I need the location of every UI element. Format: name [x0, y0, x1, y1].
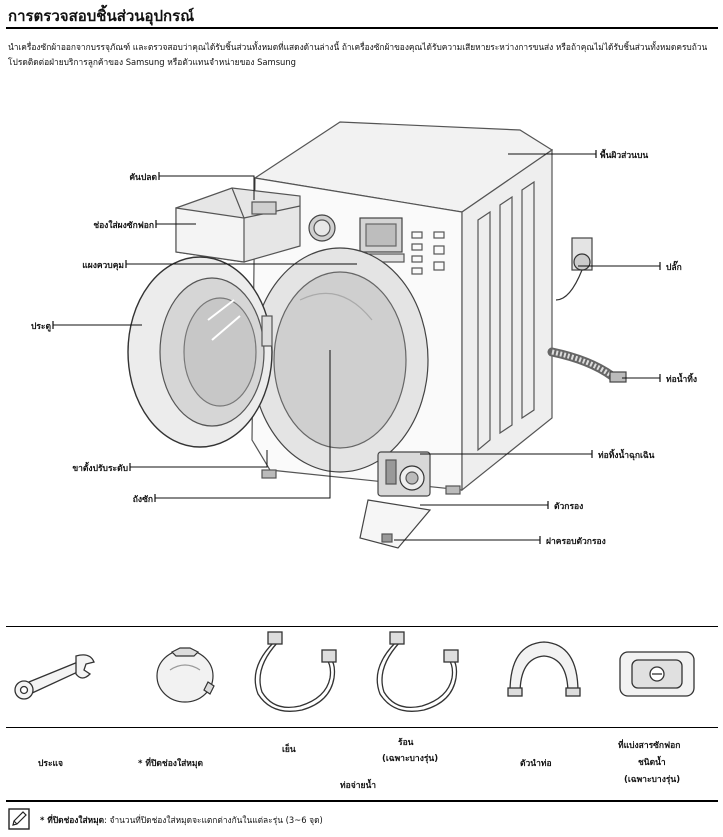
label-spanner: ประแจ — [38, 759, 63, 769]
label-hose-guide: ตัวนำท่อ — [520, 759, 552, 769]
label-plug: ปลั๊ก — [666, 263, 682, 273]
label-hot-hose-2: (เฉพาะบางรุ่น) — [382, 754, 439, 764]
label-drain-hose: ท่อน้ำทิ้ง — [666, 375, 698, 385]
label-detergent-drawer: ช่องใส่ผงซักฟอก — [93, 221, 154, 231]
spanner-icon — [14, 654, 95, 700]
label-detergent-lever: คันปลด — [129, 173, 157, 183]
label-liquid-detergent-3: (เฉพาะบางรุ่น) — [624, 775, 681, 785]
note-icon — [8, 808, 30, 830]
bolt-cap-icon — [156, 647, 215, 703]
label-worktop: พื้นผิวส่วนบน — [600, 151, 649, 161]
footnote: * ที่ปิดช่องใส่หมุด: จำนวนที่ปิดช่องใส่ห… — [40, 813, 323, 827]
label-leveling-legs: ขาตั้งปรับระดับ — [72, 464, 128, 474]
hose-guide-icon — [507, 641, 581, 697]
machine-side — [461, 148, 553, 492]
label-emergency-drain-tube: ท่อทิ้งน้ำฉุกเฉิน — [598, 451, 655, 461]
label-filter: ตัวกรอง — [554, 502, 584, 512]
page-title: การตรวจสอบชิ้นส่วนอุปกรณ์ — [8, 7, 195, 25]
label-liquid-detergent-2: ชนิดน้ำ — [638, 758, 666, 768]
drain-hose-shape — [547, 347, 617, 381]
label-hot-hose-1: ร้อน — [398, 738, 414, 748]
accessories-top-divider — [6, 626, 718, 627]
washing-machine-illustration — [52, 121, 661, 549]
accessories-bottom-divider — [6, 800, 718, 802]
title-divider — [6, 27, 718, 29]
footnote-text: : จำนวนที่ปิดช่องใส่หมุดจะแตกต่างกันในแต… — [104, 815, 323, 825]
label-door: ประตู — [30, 322, 51, 332]
label-filter-cover: ฝาครอบตัวกรอง — [546, 537, 606, 547]
footnote-term: * ที่ปิดช่องใส่หมุด — [40, 815, 105, 825]
label-water-supply-hose: ท่อจ่ายน้ำ — [340, 781, 377, 791]
label-drum: ถังซัก — [132, 495, 153, 505]
label-control-panel: แผงควบคุม — [82, 261, 124, 271]
label-bolt-cap: * ที่ปิดช่องใส่หมุด — [138, 759, 204, 769]
label-cold-hose: เย็น — [282, 745, 296, 755]
filter-cover-shape — [359, 499, 432, 549]
accessories-mid-divider — [6, 727, 718, 728]
hot-hose-icon — [376, 631, 459, 712]
intro-paragraph: นำเครื่องซักผ้าออกจากบรรจุภัณฑ์ และตรวจส… — [8, 42, 708, 67]
label-liquid-detergent-1: ที่แบ่งสารซักฟอก — [618, 741, 681, 751]
cold-hose-icon — [254, 631, 337, 712]
liquid-detergent-icon — [619, 651, 695, 697]
